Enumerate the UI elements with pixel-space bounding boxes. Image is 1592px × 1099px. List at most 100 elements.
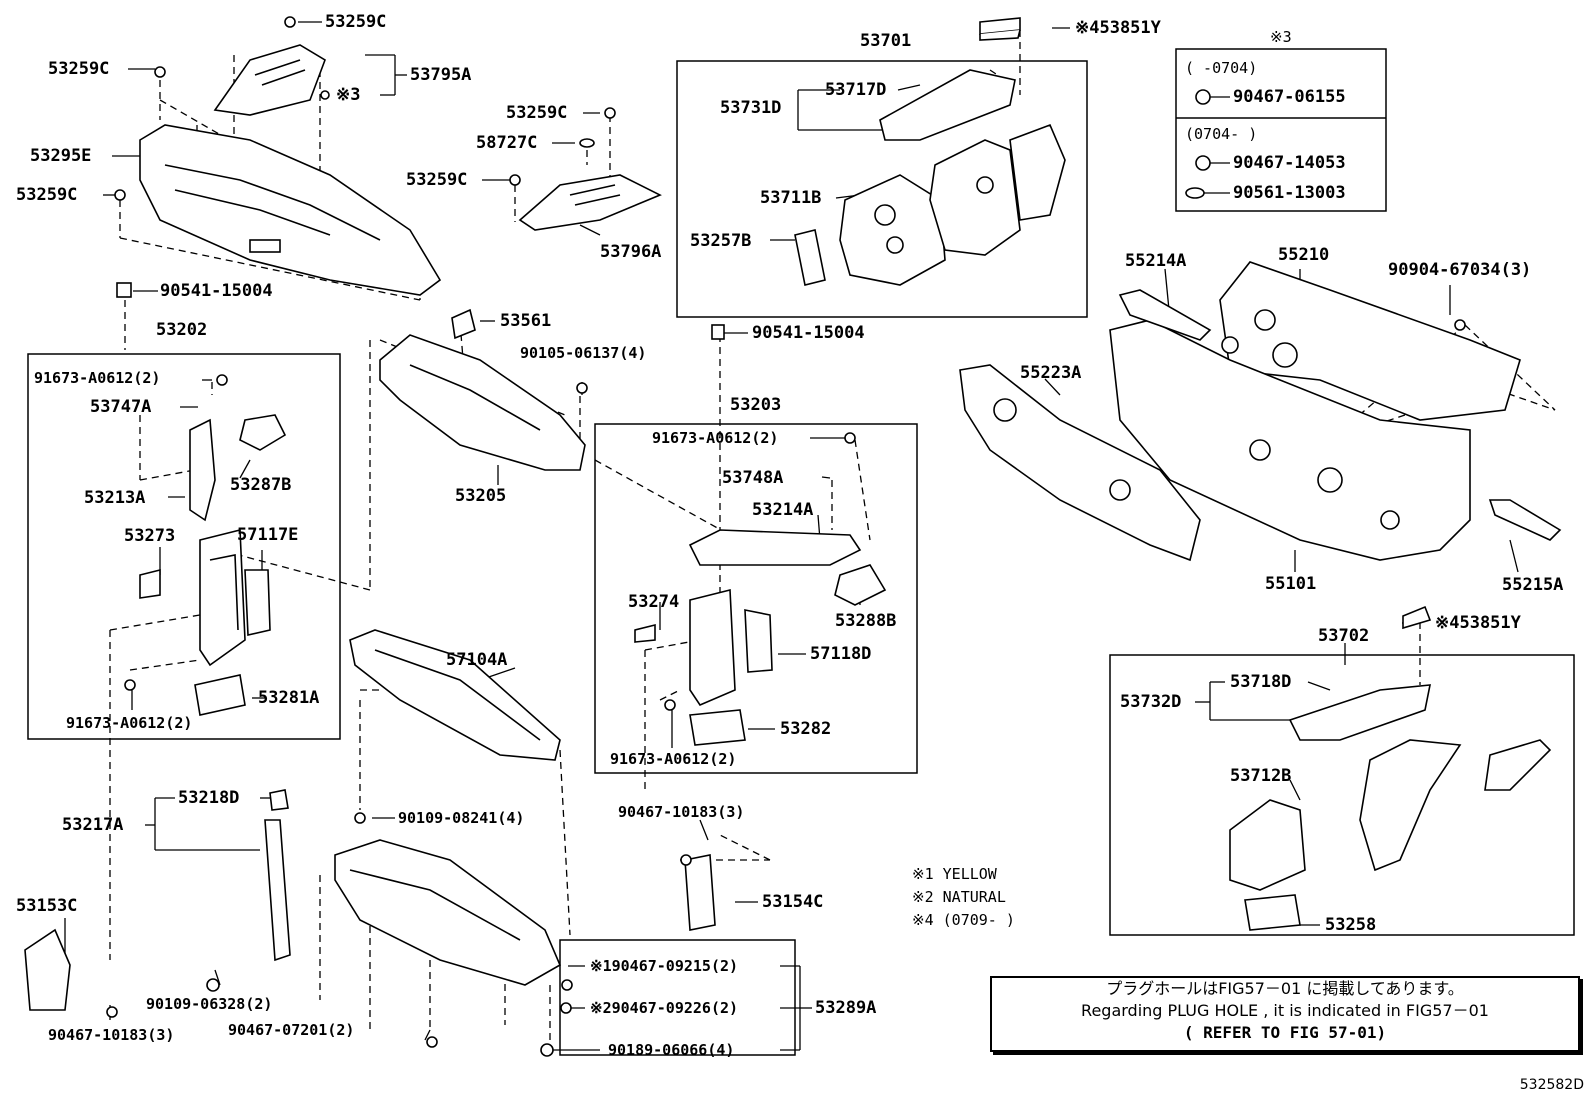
part-clip [284,16,296,28]
part-bolt [844,432,856,444]
part-bolt [124,679,136,691]
group-box-53701 [676,60,1088,318]
part-label: 91673-A0612(2) [652,429,779,447]
part-label: 53259C [48,59,110,79]
part-label: 53258 [1325,915,1377,935]
part-bolt [540,1043,554,1057]
part-label: 53259C [506,103,568,123]
part-label: 53202 [156,320,208,340]
plug-hole-ref: ( REFER TO FIG 57-01) [1183,1023,1387,1042]
part-silencer-55215A [1488,499,1562,541]
part-bracket-53274 [634,623,656,643]
part-cushion [116,282,132,298]
part-member-53717D [879,69,1016,141]
part-label: 53259C [325,12,387,32]
part-bolt [354,812,366,824]
part-label: 53289A [815,998,877,1018]
part-label: 55210 [1278,245,1330,265]
part-bracket-53273 [139,568,161,599]
part-bracket-53561 [451,308,476,340]
part-bracket-53154C [684,854,716,931]
part-label: 53153C [16,896,78,916]
part-bolt [680,854,692,866]
part-label: 57118D [810,644,872,664]
note-date: ※4 (0709- ) [912,911,1015,929]
part-grommet [1185,187,1205,199]
part-clip [1454,319,1466,331]
part-label: 90467-10183(3) [618,803,745,821]
part-bolt [106,1006,118,1018]
part-dash-panel-55101 [1109,319,1471,561]
part-bracket-53282 [689,709,746,746]
part-label: 53203 [730,395,782,415]
part-label: 53213A [84,488,146,508]
part-label: 53711B [760,188,822,208]
note-ref: ※3 [1270,28,1292,46]
part-dash-panel-55210 [1219,261,1521,421]
part-bolt [206,978,220,992]
part-cowl-cover-53796A [518,174,662,231]
part-label: 91673-A0612(2) [66,714,193,732]
part-bracket-53281A [194,674,246,716]
part-clip [320,90,330,100]
part-label: 53287B [230,475,292,495]
note-yellow: ※1 YELLOW [912,865,997,883]
group-box-53202 [27,353,341,740]
part-label: 53282 [780,719,832,739]
part-label: 53712B [1230,766,1292,786]
part-label: 55215A [1502,575,1564,595]
part-cowl-cover-53795A [213,44,326,116]
group-box-53702 [1109,654,1575,936]
part-clip [114,189,126,201]
part-label: 90189-06066(4) [608,1041,735,1059]
part-cowl-panel-53295E [139,124,442,296]
part-bolt [426,1036,438,1048]
part-member-53214A [688,529,862,566]
part-silencer-55214A [1118,289,1212,341]
part-label: 55223A [1020,363,1082,383]
part-bolt [561,979,573,991]
part-label: 53702 [1318,626,1370,646]
part-label: 53796A [600,242,662,262]
part-label: 53295E [30,146,92,166]
part-clip [604,107,616,119]
part-label: 90109-08241(4) [398,809,525,827]
part-label: 53731D [720,98,782,118]
part-label: 53732D [1120,692,1182,712]
date-range: (0704- ) [1185,125,1258,143]
part-bolt [560,1002,572,1014]
part-member-53718D [1288,684,1431,741]
group-box-53203 [594,423,918,774]
part-label: 90109-06328(2) [146,995,273,1013]
part-grommet [579,138,595,148]
figure-code: 532582D [1519,1077,1584,1093]
part-label: ※290467-09226(2) [590,999,739,1017]
part-label: 53214A [752,500,814,520]
note-ref: ※3 [336,85,361,105]
part-bolt [1195,155,1211,171]
part-label: 55214A [1125,251,1187,271]
part-label: 53281A [258,688,320,708]
part-label: 91673-A0612(2) [610,750,737,768]
part-label: 90541-15004 [160,281,273,301]
part-bracket-53153C [24,928,71,1011]
part-label: 90561-13003 [1233,183,1346,203]
part-label: 53273 [124,526,176,546]
part-bolt [664,699,676,711]
part-bracket-53258 [1244,894,1301,931]
part-label: 53154C [762,892,824,912]
part-label: 53217A [62,815,124,835]
part-label: 53257B [690,231,752,251]
part-label: 53701 [860,31,912,51]
part-label: 53717D [825,80,887,100]
part-bracket-53288B [834,564,887,606]
part-bracket-53287B [239,414,287,451]
part-bracket-53213A [189,418,216,522]
part-label: 53259C [406,170,468,190]
part-label: 53747A [90,397,152,417]
part-label: 53561 [500,311,552,331]
part-label: 91673-A0612(2) [34,369,161,387]
part-label: 57117E [237,525,299,545]
